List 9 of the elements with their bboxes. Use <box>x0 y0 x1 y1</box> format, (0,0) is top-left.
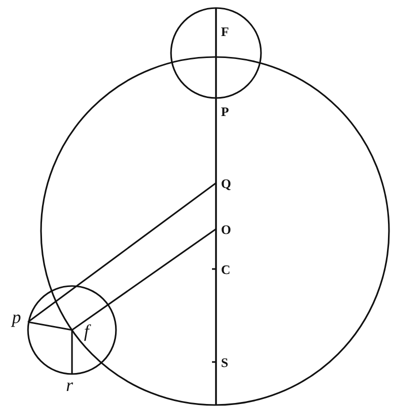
point-label: S <box>221 355 228 370</box>
point-label: p <box>12 310 21 325</box>
point-label: O <box>221 222 232 237</box>
point-label: F <box>221 24 229 39</box>
point-label: r <box>66 378 74 393</box>
point-label: P <box>221 104 229 119</box>
point-label: Q <box>221 176 232 191</box>
point-label: f <box>84 324 90 339</box>
point-label: C <box>221 262 230 277</box>
